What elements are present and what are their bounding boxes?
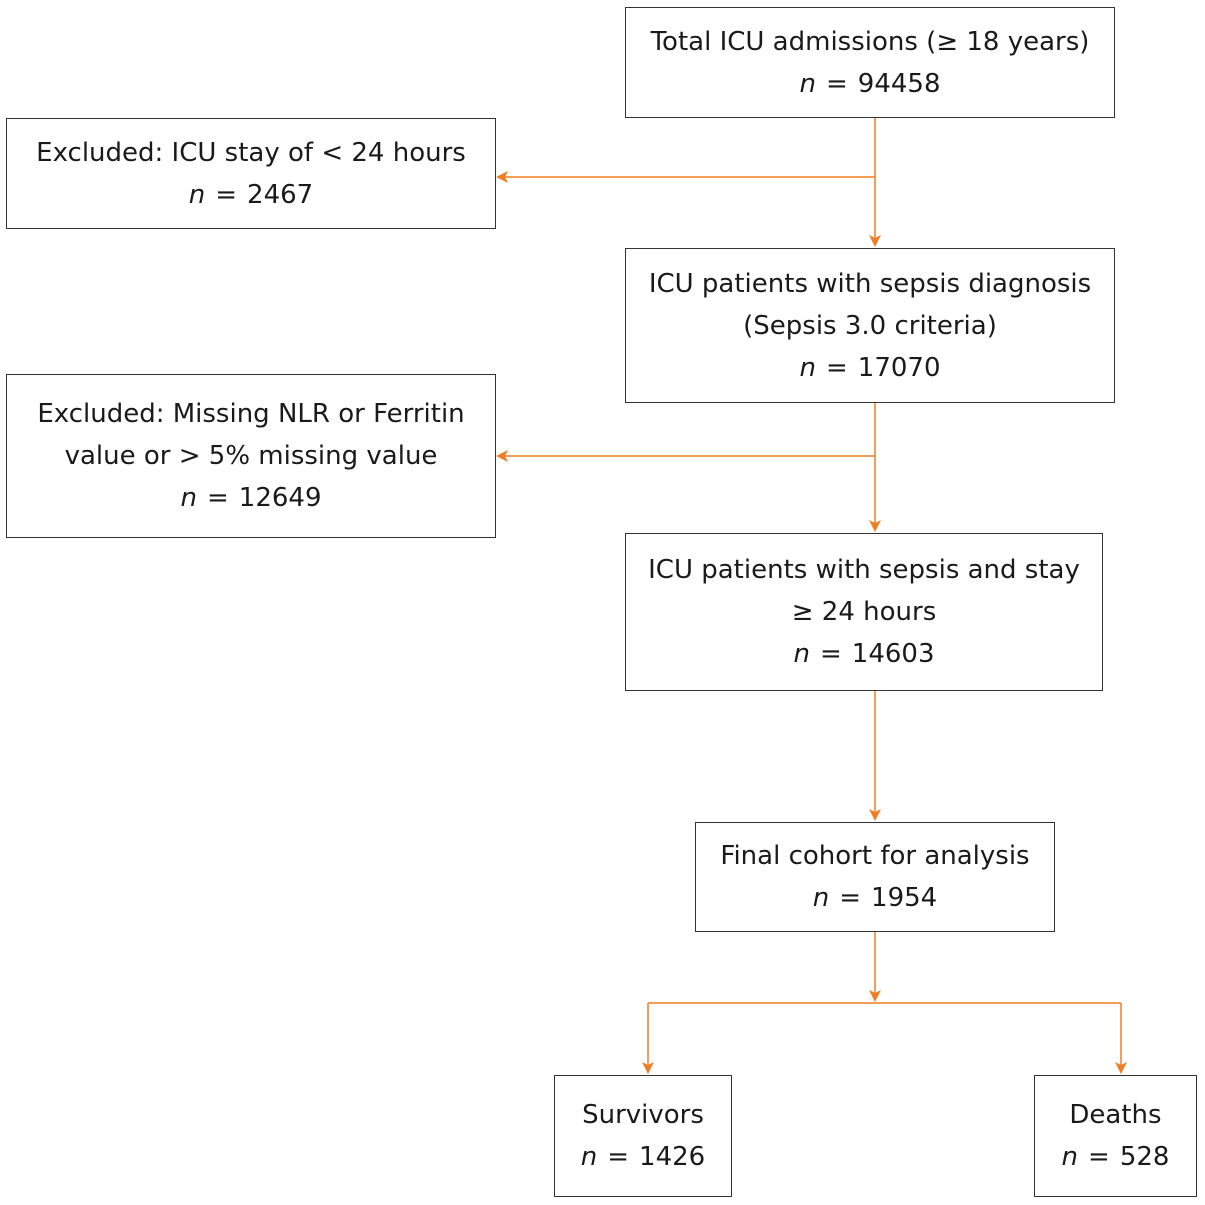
n-symbol: n xyxy=(799,352,816,383)
n-symbol: n xyxy=(1061,1142,1079,1172)
equals-sign: = xyxy=(206,483,229,513)
node-total-admissions: Total ICU admissions (≥ 18 years) n = 9445… xyxy=(625,7,1115,118)
node-text-line: value or > 5% missing value xyxy=(64,441,438,471)
node-text-line: (Sepsis 3.0 criteria) xyxy=(743,310,997,341)
node-count: n = 17070 xyxy=(800,347,941,389)
node-sepsis-and-stay: ICU patients with sepsis and stay ≥ 24 h… xyxy=(625,533,1103,691)
n-symbol: n xyxy=(812,883,830,913)
node-count: n = 1954 xyxy=(813,877,937,919)
equals-sign: = xyxy=(825,68,848,99)
node-count: n = 12649 xyxy=(181,477,322,519)
node-excluded-short-stay: Excluded: ICU stay of < 24 hours n = 2467 xyxy=(6,118,496,229)
node-count: n = 1426 xyxy=(581,1136,705,1178)
node-text-line: Total ICU admissions (≥ 18 years) xyxy=(650,26,1090,57)
equals-sign: = xyxy=(839,883,862,913)
equals-sign: = xyxy=(819,639,842,669)
count-value: 12649 xyxy=(238,483,322,513)
equals-sign: = xyxy=(1088,1142,1110,1172)
count-value: 14603 xyxy=(851,639,935,669)
node-deaths: Deaths n = 528 xyxy=(1034,1075,1197,1197)
node-final-cohort: Final cohort for analysis n = 1954 xyxy=(695,822,1055,932)
node-text-line: Survivors xyxy=(582,1100,704,1130)
node-text-line: Excluded: Missing NLR or Ferritin xyxy=(37,399,465,429)
count-value: 94458 xyxy=(857,68,941,99)
n-symbol: n xyxy=(793,639,810,669)
equals-sign: = xyxy=(825,352,848,383)
node-survivors: Survivors n = 1426 xyxy=(554,1075,732,1197)
n-symbol: n xyxy=(580,1142,598,1172)
count-value: 1426 xyxy=(639,1142,706,1172)
node-count: n = 2467 xyxy=(189,174,313,216)
node-sepsis-diagnosis: ICU patients with sepsis diagnosis (Seps… xyxy=(625,248,1115,403)
node-text-line: ≥ 24 hours xyxy=(791,597,937,627)
count-value: 17070 xyxy=(857,352,941,383)
equals-sign: = xyxy=(215,179,238,210)
node-text-line: ICU patients with sepsis and stay xyxy=(648,555,1080,585)
n-symbol: n xyxy=(799,68,816,99)
equals-sign: = xyxy=(607,1142,630,1172)
node-text-line: ICU patients with sepsis diagnosis xyxy=(648,268,1092,299)
count-value: 1954 xyxy=(871,883,938,913)
count-value: 2467 xyxy=(247,179,314,210)
node-count: n = 94458 xyxy=(800,63,941,105)
n-symbol: n xyxy=(180,483,197,513)
node-count: n = 14603 xyxy=(794,633,935,675)
count-value: 528 xyxy=(1119,1142,1170,1172)
node-excluded-missing-values: Excluded: Missing NLR or Ferritin value … xyxy=(6,374,496,538)
n-symbol: n xyxy=(188,179,206,210)
node-text-line: Final cohort for analysis xyxy=(720,841,1030,871)
node-text-line: Excluded: ICU stay of < 24 hours xyxy=(36,137,466,168)
node-count: n = 528 xyxy=(1062,1136,1170,1178)
node-text-line: Deaths xyxy=(1069,1100,1162,1130)
